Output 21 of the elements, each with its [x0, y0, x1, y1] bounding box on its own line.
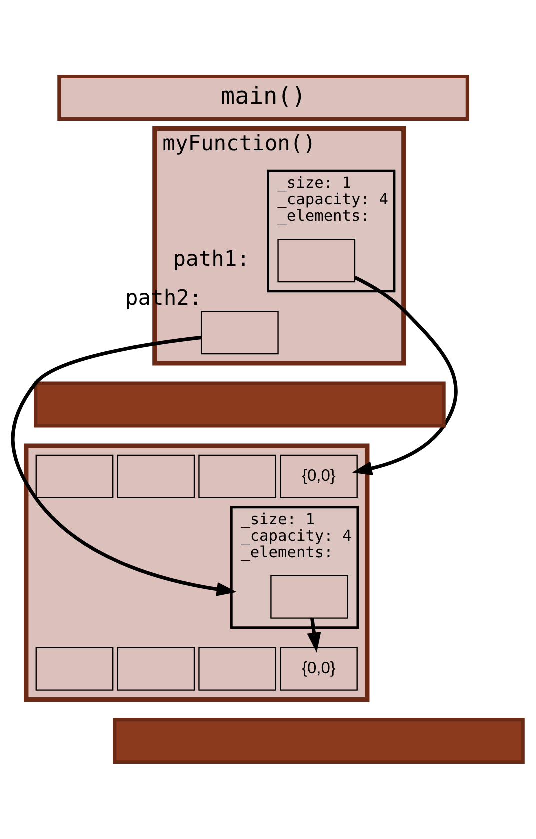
node-bar [34, 382, 446, 428]
node-box [198, 647, 276, 691]
cluster [24, 444, 370, 702]
node-box [36, 647, 114, 691]
node-box: {0,0} [280, 647, 358, 691]
cluster: _size: 1 _capacity: 4 _elements: [230, 506, 360, 629]
node-bar [113, 718, 525, 764]
node-label: path1: [173, 246, 250, 272]
node-box [270, 575, 348, 619]
arrow [352, 276, 458, 476]
node-box: {0,0} [280, 454, 358, 499]
node-box [198, 454, 276, 499]
node-box [278, 238, 356, 283]
node-box [117, 454, 196, 499]
node-box [117, 647, 196, 691]
node-box: main() [58, 74, 470, 121]
arrow [11, 336, 237, 596]
node-box [201, 310, 279, 355]
node-box [36, 454, 114, 499]
arrow [307, 618, 322, 653]
cluster: _size: 1 _capacity: 4 _elements: [267, 170, 396, 293]
